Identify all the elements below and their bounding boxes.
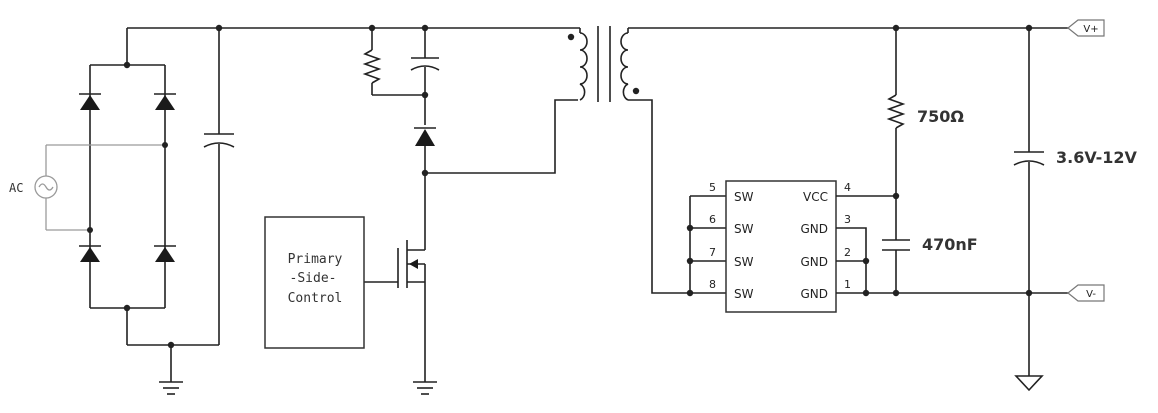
ground-bridge-icon bbox=[159, 345, 183, 395]
ac-source-icon bbox=[34, 175, 58, 199]
bridge-rectifier bbox=[45, 61, 219, 349]
diode-d2-icon bbox=[154, 93, 176, 110]
terminal-vminus: V- bbox=[1067, 284, 1105, 302]
diode-d4-icon bbox=[154, 245, 176, 262]
primary-side-control-block: Primary -Side- Control bbox=[264, 216, 365, 349]
pin-3-number: 3 bbox=[844, 213, 851, 226]
mosfet-icon bbox=[364, 173, 426, 382]
ic-package: 5 6 7 8 SW SW SW SW VCC GND GND GND 4 3 … bbox=[709, 180, 851, 313]
capacitor-value-label: 470nF bbox=[922, 235, 978, 254]
resistor-750-icon bbox=[886, 28, 906, 196]
output-range-label: 3.6V-12V bbox=[1056, 148, 1137, 167]
diode-d3-icon bbox=[79, 245, 101, 262]
controller-line3: Control bbox=[288, 291, 343, 306]
bulk-capacitor-icon bbox=[203, 28, 235, 345]
pin-1-number: 1 bbox=[844, 278, 851, 291]
pin-7-number: 7 bbox=[709, 246, 716, 259]
pin-5-number: 5 bbox=[709, 181, 716, 194]
resistor-value-label: 750Ω bbox=[917, 107, 964, 126]
pin-4-number: 4 bbox=[844, 181, 851, 194]
pin-4-name: VCC bbox=[803, 190, 828, 204]
pin-6-number: 6 bbox=[709, 213, 716, 226]
pin-6-name: SW bbox=[734, 222, 754, 236]
pin-1-name: GND bbox=[800, 287, 828, 301]
ground-mosfet-icon bbox=[413, 381, 437, 395]
snubber-network bbox=[362, 28, 440, 177]
pin-8-name: SW bbox=[734, 287, 754, 301]
controller-line1: Primary bbox=[288, 252, 343, 267]
terminal-vplus: V+ bbox=[1067, 19, 1105, 37]
ground-output-icon bbox=[1014, 375, 1044, 392]
terminal-vplus-label: V+ bbox=[1083, 24, 1098, 35]
capacitor-470nf-icon bbox=[882, 196, 910, 293]
pin-8-number: 8 bbox=[709, 278, 716, 291]
pin-5-name: SW bbox=[734, 190, 754, 204]
pin-3-name: GND bbox=[800, 222, 828, 236]
pin-7-name: SW bbox=[734, 255, 754, 269]
controller-line2: -Side- bbox=[290, 271, 337, 286]
pin-2-number: 2 bbox=[844, 246, 851, 259]
terminal-vminus-label: V- bbox=[1086, 289, 1096, 300]
output-capacitor-icon bbox=[1013, 28, 1045, 376]
sw-pin-bus bbox=[686, 195, 726, 293]
transformer-icon bbox=[567, 26, 640, 102]
ac-label: AC bbox=[9, 181, 23, 195]
top-rail bbox=[126, 24, 580, 65]
diode-d1-icon bbox=[79, 93, 101, 110]
pin-2-name: GND bbox=[800, 255, 828, 269]
